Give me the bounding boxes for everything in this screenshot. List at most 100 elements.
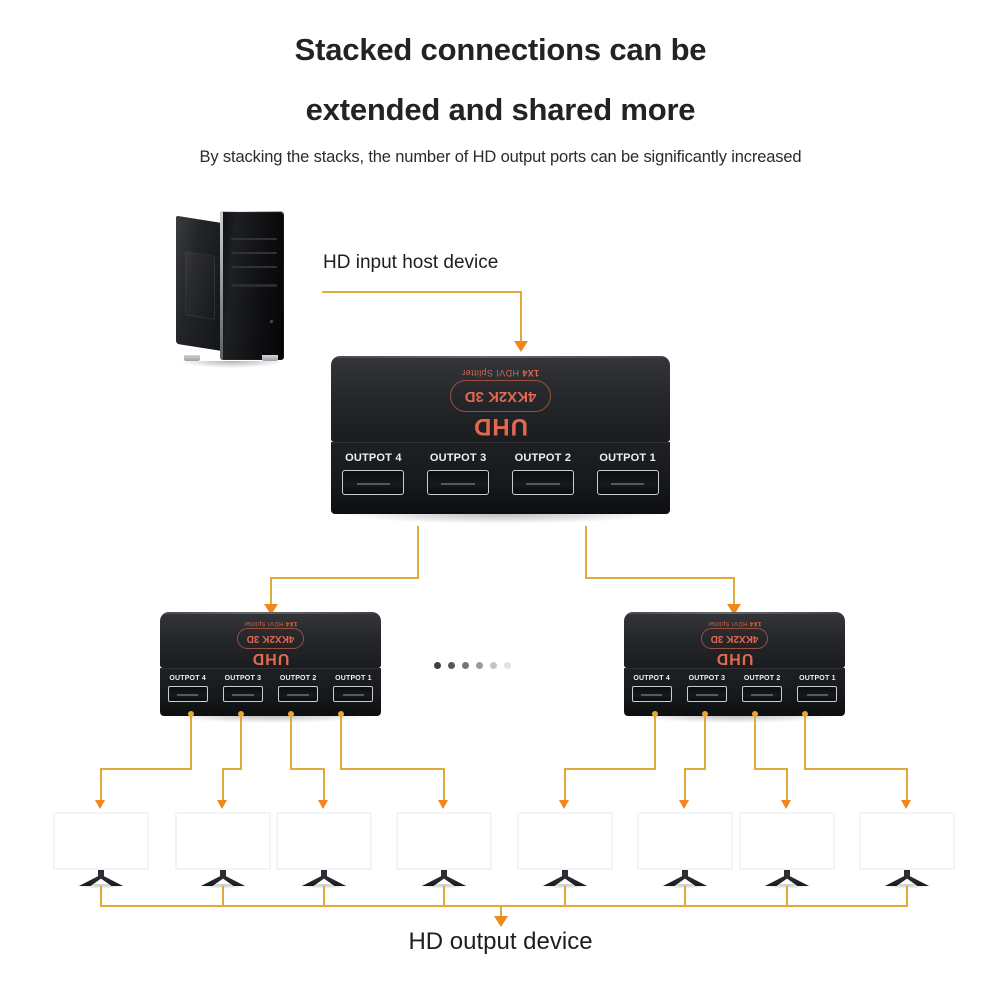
- connector-left-p3-drop: [240, 714, 242, 769]
- connector-mon7-down: [786, 886, 788, 906]
- hdmi-jack-icon: [222, 686, 263, 702]
- monitor-screen: [637, 812, 733, 870]
- monitor-neck: [784, 870, 790, 878]
- port-outpot-2[interactable]: OUTPOT 2: [735, 675, 790, 702]
- left-splitter: UHD 4KX2K 3D 1X4 HDVI Splitter OUTPOT 4 …: [160, 612, 381, 724]
- connector-bus-to-label: [500, 905, 502, 918]
- hdmi-jack-icon: [596, 470, 659, 495]
- connector-mon1-down: [100, 886, 102, 906]
- power-led-icon: [270, 320, 273, 323]
- monitor-3: [276, 812, 372, 890]
- pc-feet: [178, 355, 284, 362]
- right-splitter: UHD 4KX2K 3D 1X4 HDVI Splitter OUTPOT 4 …: [624, 612, 845, 724]
- arrow-host-to-splitter: [514, 341, 528, 352]
- arrow-bus-to-output-label: [494, 916, 508, 927]
- connector-host-horizontal: [322, 291, 522, 293]
- monitor-neck: [562, 870, 568, 878]
- hdmi-jack-icon: [278, 686, 319, 702]
- dot-1: [434, 662, 441, 669]
- connector-left-p4-drop: [190, 714, 192, 769]
- port-outpot-3[interactable]: OUTPOT 3: [215, 675, 270, 702]
- connector-main-right-horizontal: [585, 577, 735, 579]
- monitor-neck: [321, 870, 327, 878]
- hdmi-jack-icon: [511, 470, 574, 495]
- monitor-neck: [98, 870, 104, 878]
- monitor-screen: [517, 812, 613, 870]
- connector-left-p3-horizontal: [222, 768, 242, 770]
- connector-right-p3-drop: [704, 714, 706, 769]
- port-outpot-1[interactable]: OUTPOT 1: [326, 675, 381, 702]
- output-device-label: HD output device: [408, 928, 593, 955]
- monitor-screen: [276, 812, 372, 870]
- port-outpot-1[interactable]: OUTPOT 1: [585, 452, 670, 495]
- connector-right-p3-down: [684, 768, 686, 802]
- brand-model-badge: 4KX2K 3D: [236, 628, 305, 649]
- monitor-screen: [739, 812, 835, 870]
- left-splitter-front-face: OUTPOT 4 OUTPOT 3 OUTPOT 2 OUTPOT 1: [160, 668, 381, 716]
- connector-left-p4-down: [100, 768, 102, 802]
- brand-sub-prefix: 1X4: [521, 368, 540, 378]
- port-outpot-3[interactable]: OUTPOT 3: [416, 452, 501, 495]
- pc-drive-bay: [231, 284, 277, 287]
- page-title: Stacked connections can be extended and …: [0, 20, 1001, 140]
- pc-shadow: [180, 361, 284, 368]
- arrow-main-to-left-splitter: [264, 604, 278, 615]
- brand-sub-label: HDVI Splitter: [243, 620, 284, 626]
- port-outpot-4[interactable]: OUTPOT 4: [160, 675, 215, 702]
- port-label: OUTPOT 2: [743, 675, 781, 682]
- right-splitter-port-row: OUTPOT 4 OUTPOT 3 OUTPOT 2 OUTPOT 1: [624, 675, 845, 702]
- brand-sub-prefix: 1X4: [285, 620, 298, 626]
- port-label: OUTPOT 3: [688, 675, 726, 682]
- connector-left-p1-horizontal: [340, 768, 445, 770]
- hdmi-jack-icon: [427, 470, 490, 495]
- connector-mon8-down: [906, 886, 908, 906]
- connector-left-p1-drop: [340, 714, 342, 769]
- port-outpot-2[interactable]: OUTPOT 2: [501, 452, 586, 495]
- connector-main-left-horizontal: [270, 577, 419, 579]
- pagination-dots: [434, 662, 511, 669]
- port-label: OUTPOT 1: [599, 452, 656, 464]
- monitor-8: [859, 812, 955, 890]
- connector-right-p4-drop: [654, 714, 656, 769]
- brand-sub-prefix: 1X4: [749, 620, 762, 626]
- monitor-7: [739, 812, 835, 890]
- monitor-neck: [220, 870, 226, 878]
- connector-main-left-down: [270, 577, 272, 606]
- port-outpot-1[interactable]: OUTPOT 1: [790, 675, 845, 702]
- brand-uhd-text: UHD: [473, 413, 528, 440]
- monitor-neck: [682, 870, 688, 878]
- pc-front-panel: [220, 212, 284, 360]
- connector-mon4-down: [443, 886, 445, 906]
- page-subtitle: By stacking the stacks, the number of HD…: [199, 148, 802, 166]
- arrow-right-p4-to-monitor: [559, 800, 569, 809]
- monitor-6: [637, 812, 733, 890]
- port-outpot-4[interactable]: OUTPOT 4: [624, 675, 679, 702]
- port-outpot-2[interactable]: OUTPOT 2: [271, 675, 326, 702]
- main-splitter-port-row: OUTPOT 4 OUTPOT 3 OUTPOT 2 OUTPOT 1: [331, 452, 670, 495]
- connector-left-p2-drop: [290, 714, 292, 769]
- connector-main-right-down: [733, 577, 735, 606]
- brand-uhd-text: UHD: [251, 650, 290, 667]
- monitor-2: [175, 812, 271, 890]
- port-outpot-4[interactable]: OUTPOT 4: [331, 452, 416, 495]
- main-splitter-top-face: UHD 4KX2K 3D 1X4 HDVI Splitter: [331, 356, 670, 442]
- dot-4: [476, 662, 483, 669]
- monitor-screen: [53, 812, 149, 870]
- brand-sub-text: 1X4 HDVI Splitter: [160, 618, 381, 628]
- connector-mon2-down: [222, 886, 224, 906]
- hdmi-jack-icon: [333, 686, 374, 702]
- arrow-left-p4-to-monitor: [95, 800, 105, 809]
- connector-main-right-drop: [585, 526, 587, 579]
- connector-right-p2-down: [786, 768, 788, 802]
- port-outpot-3[interactable]: OUTPOT 3: [679, 675, 734, 702]
- connector-left-p1-down: [443, 768, 445, 802]
- dot-2: [448, 662, 455, 669]
- connector-right-p1-horizontal: [804, 768, 908, 770]
- port-label: OUTPOT 2: [279, 675, 317, 682]
- hdmi-jack-icon: [167, 686, 208, 702]
- brand-sub-label: HDVI Splitter: [461, 368, 520, 378]
- monitor-screen: [859, 812, 955, 870]
- left-splitter-branding: UHD 4KX2K 3D 1X4 HDVI Splitter: [160, 618, 381, 668]
- connector-left-p2-horizontal: [290, 768, 325, 770]
